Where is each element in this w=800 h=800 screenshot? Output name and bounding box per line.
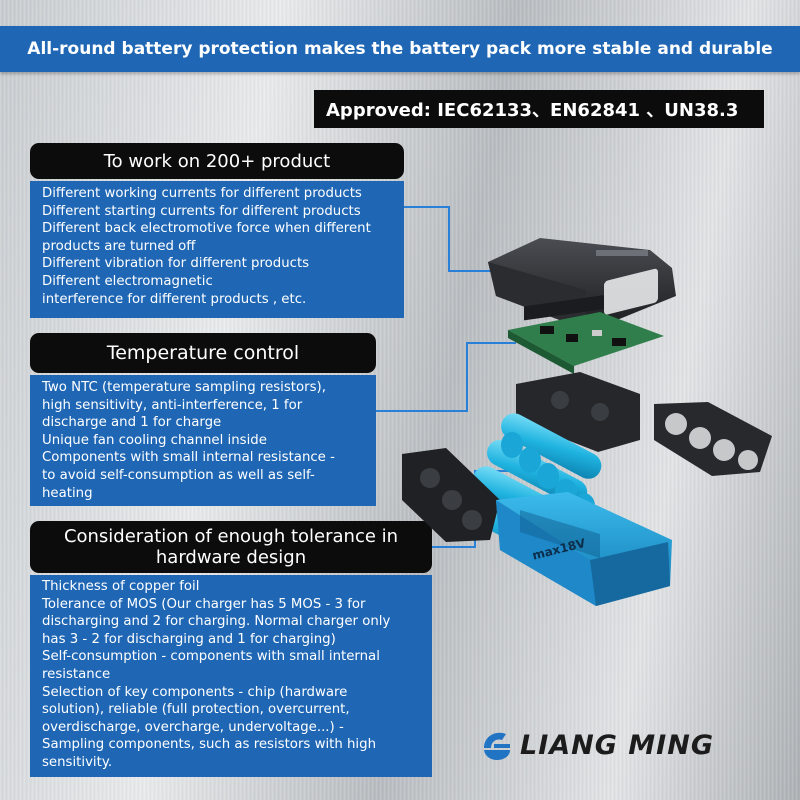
section-body-products: Different working currents for different…: [30, 181, 404, 318]
list-item: heating: [42, 485, 93, 501]
logo-text: LIANG MING: [520, 729, 714, 761]
approved-strip: Approved: IEC62133、EN62841 、UN38.3: [314, 90, 764, 128]
list-item: overdischarge, overcharge, undervoltage.…: [42, 719, 344, 735]
section-title-line: Consideration of enough tolerance in: [63, 526, 399, 547]
top-banner: All-round battery protection makes the b…: [0, 26, 800, 72]
approved-text: Approved: IEC62133、EN62841 、UN38.3: [326, 100, 739, 121]
list-item: resistance: [42, 666, 111, 682]
section-title-line: hardware design: [155, 547, 307, 568]
list-item: Two NTC (temperature sampling resistors)…: [42, 380, 326, 395]
list-item: Self-consumption - components with small…: [42, 649, 380, 665]
battery-pack-illustration: max18V: [402, 238, 772, 606]
list-item: Different working currents for different…: [42, 186, 362, 201]
list-item: Thickness of copper foil: [42, 579, 200, 594]
section-body-tolerance: Thickness of copper foil Tolerance of MO…: [30, 575, 432, 777]
circuit-board: [508, 295, 664, 374]
list-item: Different electromagnetic: [42, 273, 213, 289]
list-item: Sampling components, such as resistors w…: [42, 737, 376, 753]
section-header-tolerance: Consideration of enough tolerance in har…: [30, 521, 432, 573]
list-item: solution), reliable (full protection, ov…: [42, 702, 350, 718]
section-title: To work on 200+ product: [103, 150, 331, 172]
section-body-temperature: Two NTC (temperature sampling resistors)…: [30, 375, 376, 506]
list-item: discharge and 1 for charge: [42, 415, 222, 431]
list-item: interference for different products , et…: [42, 291, 307, 307]
list-item: Different starting currents for differen…: [42, 203, 361, 219]
cell-holder-left: [402, 448, 500, 542]
list-item: discharging and 2 for charging. Normal c…: [42, 614, 391, 630]
list-item: to avoid self-consumption as well as sel…: [42, 467, 315, 483]
list-item: Selection of key components - chip (hard…: [42, 684, 348, 700]
list-item: sensitivity.: [42, 754, 113, 770]
list-item: products are turned off: [42, 238, 196, 254]
list-item: high sensitivity, anti-interference, 1 f…: [42, 397, 303, 413]
list-item: has 3 - 2 for discharging and 1 for char…: [42, 631, 336, 647]
section-title: Temperature control: [106, 341, 300, 364]
liangming-logo-icon: [484, 732, 510, 760]
list-item: Unique fan cooling channel inside: [42, 432, 267, 448]
banner-text: All-round battery protection makes the b…: [27, 39, 773, 59]
cell-holder-right: [654, 402, 772, 476]
list-item: Different back electromotive force when …: [42, 221, 371, 237]
list-item: Tolerance of MOS (Our charger has 5 MOS …: [42, 596, 366, 612]
battery-case: max18V: [496, 492, 672, 606]
section-header-temperature: Temperature control: [30, 333, 376, 373]
brand-logo: LIANG MING: [480, 728, 714, 762]
list-item: Different vibration for different produc…: [42, 256, 310, 272]
list-item: Components with small internal resistanc…: [42, 450, 335, 466]
leader-line: [466, 342, 516, 344]
section-header-products: To work on 200+ product: [30, 143, 404, 179]
